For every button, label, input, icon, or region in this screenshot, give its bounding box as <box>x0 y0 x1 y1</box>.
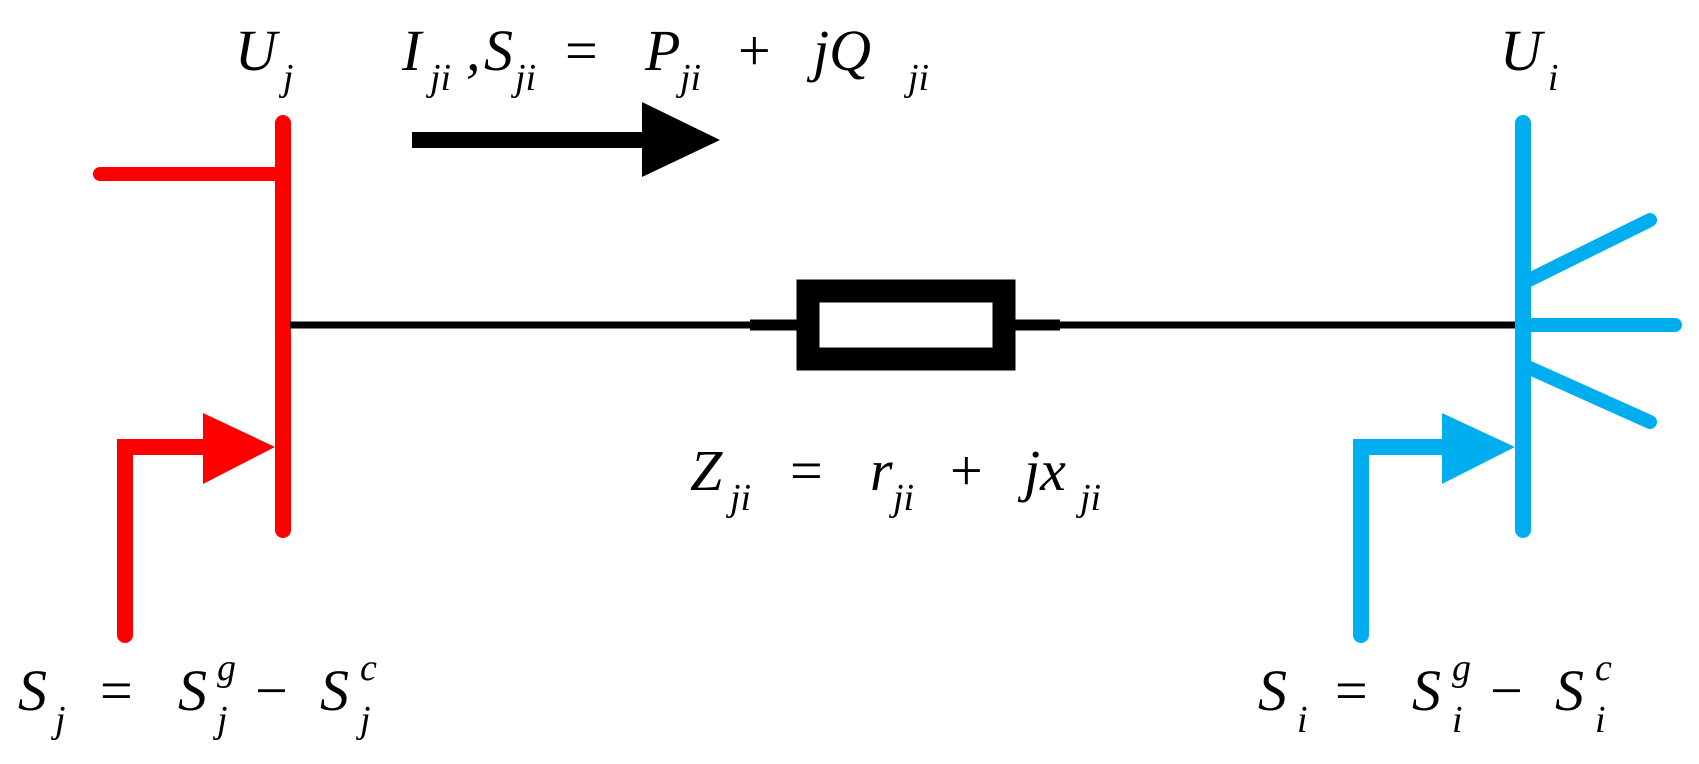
bus-i-injection-line <box>1353 439 1456 643</box>
pi-g-sub: i <box>1452 699 1463 741</box>
voltage-i-base: U <box>1500 18 1546 83</box>
imp-Z-sub: ji <box>725 477 751 519</box>
pi-Sc: S <box>1555 658 1584 723</box>
flow-P: P <box>644 18 679 83</box>
resistor-icon <box>796 279 1016 371</box>
label-current-flow: I ji , S ji = P ji + jQ ji <box>401 18 929 103</box>
pj-g-sub: j <box>212 699 228 741</box>
imp-Z: Z <box>690 438 723 503</box>
pj-minus: − <box>255 658 288 723</box>
pi-c-sub: i <box>1595 699 1606 741</box>
pi-S-sub: i <box>1297 699 1308 741</box>
flow-P-sub: ji <box>675 57 701 99</box>
pi-eq: = <box>1335 658 1368 723</box>
bus-j-injection-line <box>117 439 223 643</box>
imp-x-sub: ji <box>1075 477 1101 519</box>
flow-arrow <box>412 102 720 177</box>
bus-i-feeder-upper <box>1516 213 1657 290</box>
pj-Sc: S <box>320 658 349 723</box>
pi-g-sup: g <box>1452 647 1471 689</box>
flow-I-sub: ji <box>425 57 451 99</box>
injection-arrow-i-icon <box>1442 413 1515 484</box>
bus-i <box>1353 115 1682 643</box>
flow-plus: + <box>738 18 771 83</box>
label-power-i: S i = S g i − S c i <box>1258 628 1626 745</box>
pj-S: S <box>18 658 47 723</box>
flow-S: S <box>484 18 513 83</box>
bus-j <box>93 115 291 643</box>
pi-Sg: S <box>1412 658 1441 723</box>
imp-plus: + <box>950 438 983 503</box>
flow-eq: = <box>565 18 598 83</box>
flow-I: I <box>401 18 424 83</box>
label-impedance: Z ji = r ji + jx ji <box>690 438 1101 523</box>
bus-i-feeder-lower <box>1516 358 1657 429</box>
pj-g-sup: g <box>217 647 236 689</box>
imp-r-sub: ji <box>888 477 914 519</box>
flow-comma: , <box>466 18 481 83</box>
pi-c-sup: c <box>1595 647 1612 689</box>
pi-S: S <box>1258 658 1287 723</box>
pi-minus: − <box>1490 658 1523 723</box>
imp-eq: = <box>790 438 823 503</box>
imp-jx: jx <box>1017 438 1066 503</box>
branch-line <box>290 279 1515 371</box>
flow-S-sub: ji <box>510 57 536 99</box>
flow-Q-sub: ji <box>903 57 929 99</box>
voltage-j-base: U <box>235 18 281 83</box>
arrow-right-icon <box>642 102 720 177</box>
pj-c-sub: j <box>355 699 371 741</box>
voltage-i-sub: i <box>1548 57 1559 99</box>
label-power-j: S j = S g j − S c j <box>18 628 391 745</box>
pj-Sg: S <box>178 658 207 723</box>
flow-jQ: jQ <box>806 18 871 83</box>
voltage-j-sub: j <box>278 57 294 99</box>
pj-c-sup: c <box>360 647 377 689</box>
imp-r: r <box>870 438 893 503</box>
injection-arrow-j-icon <box>203 413 275 484</box>
pj-eq: = <box>100 658 133 723</box>
pj-S-sub: j <box>50 699 66 741</box>
